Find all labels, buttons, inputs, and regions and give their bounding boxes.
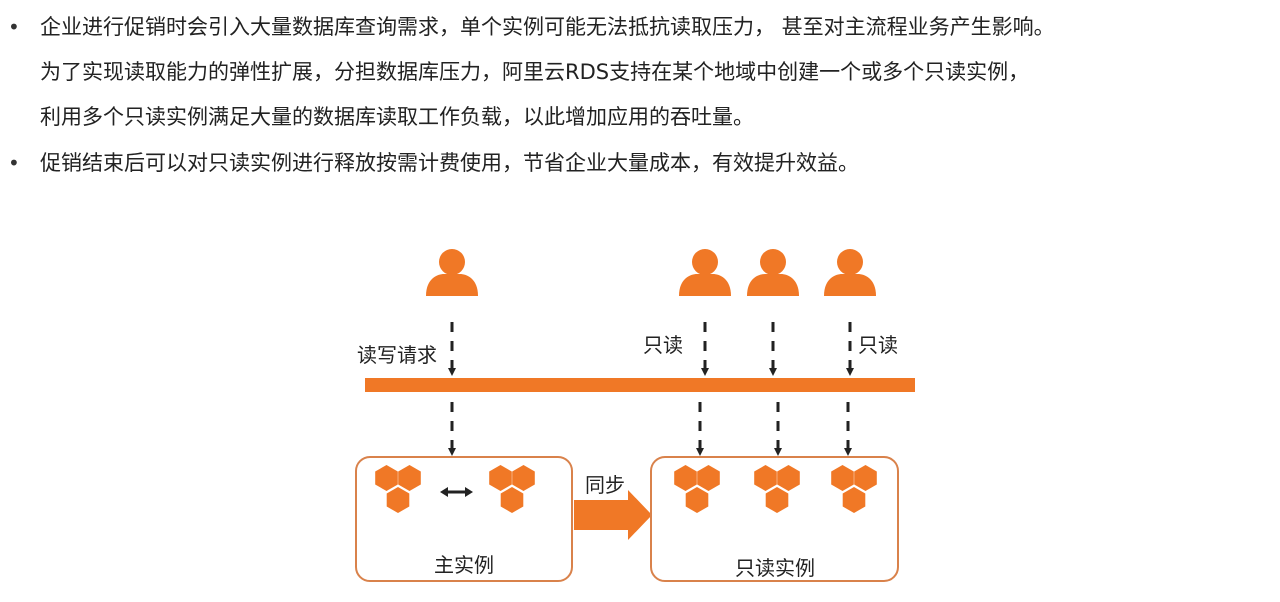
user-icon-primary — [426, 249, 478, 296]
bullet-1-line-1: 企业进行促销时会引入大量数据库查询需求，单个实例可能无法抵抗读取压力， 甚至对主… — [40, 15, 1055, 39]
bullet-1-line-2: 为了实现读取能力的弹性扩展，分担数据库压力，阿里云RDS支持在某个地域中创建一个… — [40, 60, 1030, 84]
bullet-2-line-1: 促销结束后可以对只读实例进行释放按需计费使用，节省企业大量成本，有效提升效益。 — [40, 151, 859, 175]
user-icon-readonly-1 — [679, 249, 731, 296]
user-icon-readonly-2 — [747, 249, 799, 296]
user-icon-readonly-3 — [824, 249, 876, 296]
sync-label: 同步 — [585, 473, 625, 497]
sync-arrow-icon — [574, 490, 652, 540]
bullet-marker: • — [8, 15, 20, 39]
readonly-label-right: 只读 — [858, 333, 898, 357]
connection-bus-bar — [365, 378, 915, 392]
readonly-instance-label: 只读实例 — [735, 556, 815, 580]
read-write-request-label: 读写请求 — [357, 343, 437, 367]
bullet-marker: • — [8, 151, 20, 175]
primary-instance-label: 主实例 — [434, 553, 494, 577]
readonly-label-left: 只读 — [643, 333, 683, 357]
bullet-1-line-3: 利用多个只读实例满足大量的数据库读取工作负载，以此增加应用的吞吐量。 — [40, 105, 754, 129]
bidirectional-arrow-icon — [440, 487, 473, 497]
